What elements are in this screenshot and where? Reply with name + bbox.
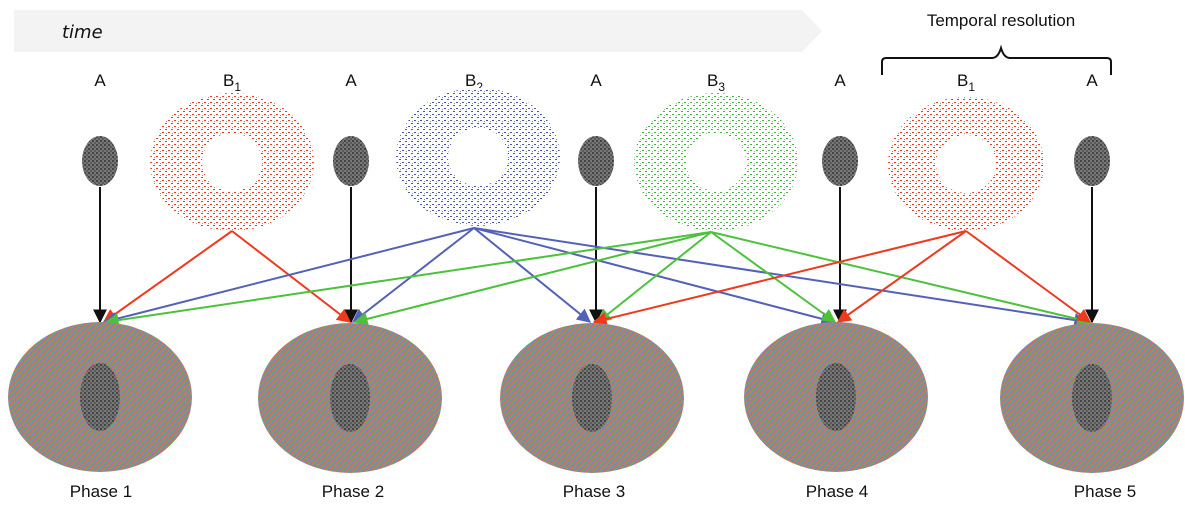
phase-label: Phase 5 <box>1074 482 1136 501</box>
label-a: A <box>590 71 602 90</box>
arrow-b3-to-phase-1 <box>104 231 712 328</box>
label-a: A <box>834 71 846 90</box>
phase-label: Phase 4 <box>806 482 868 501</box>
arrow-b3-to-phase-3 <box>596 231 712 323</box>
kspace-ring-b1 <box>150 93 314 231</box>
arrow-b3-to-phase-4 <box>710 231 837 323</box>
time-label: time <box>62 22 103 43</box>
arrow-b1-second-to-phase-4 <box>836 230 967 323</box>
label-b1: B1 <box>223 71 241 94</box>
kspace-ring-b3 <box>634 93 798 231</box>
arrow-b2-to-phase-2 <box>351 227 475 323</box>
kspace-ring-b2 <box>396 88 560 226</box>
phase-4-kspace <box>744 322 928 472</box>
phase-5-kspace <box>1000 323 1184 473</box>
phase-1-kspace <box>8 322 192 472</box>
kspace-ring-b1 <box>888 97 1044 231</box>
sampling-arrows <box>93 187 1099 328</box>
arrow-b2-to-phase-3 <box>473 227 592 323</box>
label-a: A <box>345 71 357 90</box>
arrow-b3-to-phase-2 <box>353 231 712 326</box>
arrow-b1-second-to-phase-3 <box>592 230 967 326</box>
temporal-resolution-label: Temporal resolution <box>927 11 1075 30</box>
arrow-b2-to-phase-5 <box>473 227 1089 328</box>
arrow-b1-to-phase-1 <box>102 230 233 323</box>
label-b1: B1 <box>957 71 975 94</box>
kspace-center-a <box>1074 136 1110 186</box>
kspace-center-a <box>822 136 858 186</box>
label-a: A <box>94 71 106 90</box>
label-a: A <box>1086 71 1098 90</box>
label-b3: B3 <box>707 71 725 94</box>
phase-label: Phase 1 <box>70 482 132 501</box>
kspace-center-a <box>82 136 118 186</box>
arrow-b2-to-phase-1 <box>102 227 475 326</box>
arrow-b1-to-phase-2 <box>231 230 352 323</box>
center-samples-a <box>82 136 1110 186</box>
periphery-samples-b <box>150 88 1044 231</box>
label-b2: B2 <box>465 71 483 94</box>
kspace-center-a <box>578 136 614 186</box>
phase-label: Phase 2 <box>322 482 384 501</box>
phase-kspaces <box>8 322 1184 473</box>
phase-3-kspace <box>500 323 684 473</box>
phase-labels: Phase 1 Phase 2 Phase 3 Phase 4 Phase 5 <box>70 482 1136 501</box>
time-arrow: time <box>14 10 822 52</box>
arrow-b1-second-to-phase-5 <box>965 230 1092 323</box>
phase-2-kspace <box>258 323 442 473</box>
top-labels: A B1 A B2 A B3 A B1 A <box>94 71 1098 94</box>
arrow-b2-to-phase-4 <box>473 227 836 326</box>
temporal-resolution-bracket: Temporal resolution <box>881 11 1112 75</box>
phase-label: Phase 3 <box>563 482 625 501</box>
kspace-center-a <box>333 136 369 186</box>
